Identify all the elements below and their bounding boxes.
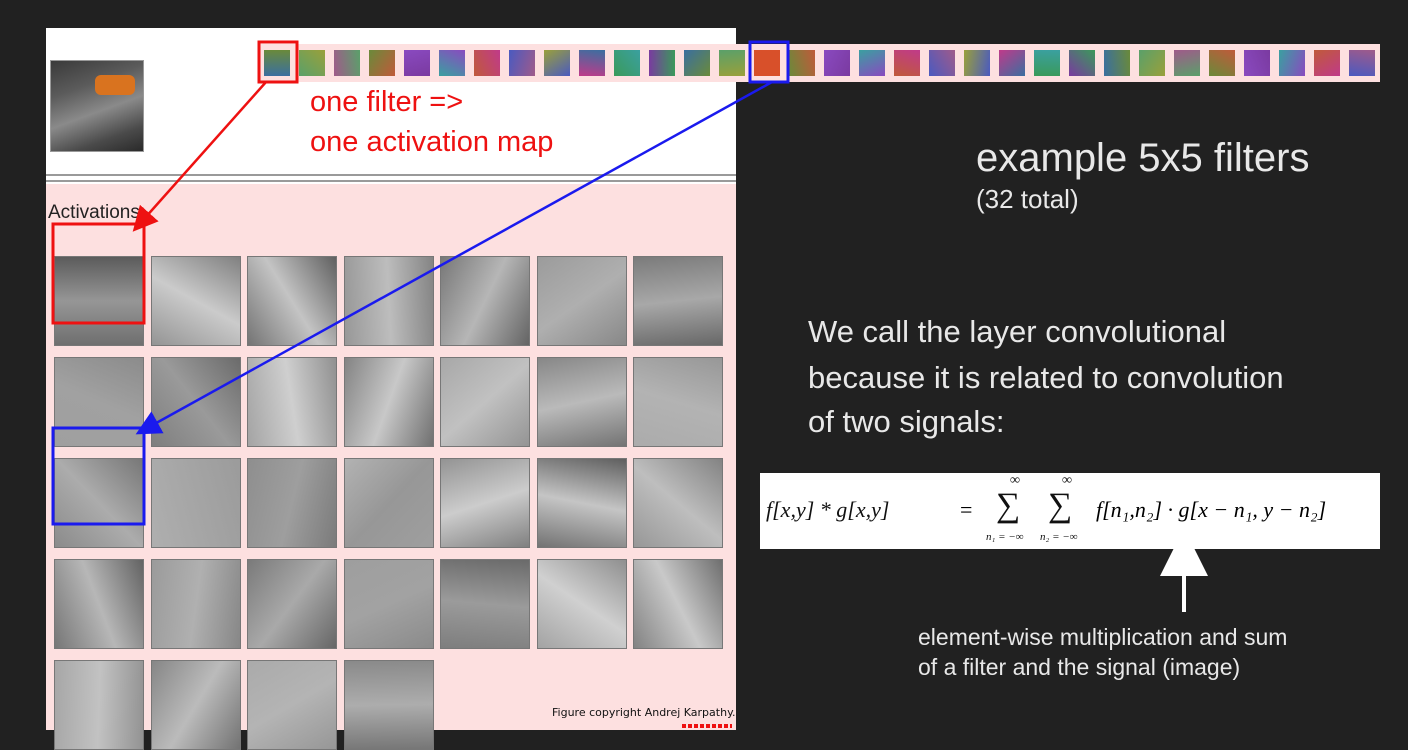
filter-swatch bbox=[404, 50, 430, 76]
filter-swatch bbox=[439, 50, 465, 76]
activation-map bbox=[633, 559, 723, 649]
filter-swatch bbox=[789, 50, 815, 76]
filter-swatch bbox=[334, 50, 360, 76]
activation-map bbox=[54, 458, 144, 548]
divider bbox=[46, 174, 736, 176]
activation-map bbox=[150, 559, 241, 649]
filter-swatch bbox=[369, 50, 395, 76]
selected-filter-blue bbox=[748, 40, 790, 84]
filter-swatch bbox=[1034, 50, 1060, 76]
sum2-upper: ∞ bbox=[1062, 473, 1072, 488]
activation-map bbox=[54, 559, 144, 649]
filter-swatch bbox=[999, 50, 1025, 76]
caption-line2: of a filter and the signal (image) bbox=[918, 654, 1241, 680]
selected-filter-red bbox=[257, 40, 299, 84]
activation-map bbox=[633, 357, 723, 447]
formula-box: f[x,y] * g[x,y] = ∞ ∑ n₁ = −∞ ∞ ∑ n₂ = −… bbox=[760, 473, 1380, 549]
heading-title: example 5x5 filters bbox=[976, 136, 1310, 180]
activation-map bbox=[440, 559, 530, 649]
filter-swatch bbox=[859, 50, 885, 76]
spellcheck-underline bbox=[682, 724, 732, 728]
activation-map bbox=[343, 256, 434, 346]
sum1-lower: n₁ = −∞ bbox=[986, 531, 1024, 543]
heading-subtitle: (32 total) bbox=[976, 184, 1079, 214]
activation-map bbox=[150, 660, 241, 750]
activation-map-red bbox=[51, 222, 146, 325]
filter-swatch bbox=[824, 50, 850, 76]
activation-map bbox=[633, 256, 723, 346]
activation-map bbox=[247, 357, 337, 447]
sum1-upper: ∞ bbox=[1010, 473, 1020, 488]
filter-swatch bbox=[299, 50, 325, 76]
filter-swatch bbox=[614, 50, 640, 76]
activation-map bbox=[54, 357, 144, 447]
formula-rhs: f[n₁,n₂] · g[x − n₁, y − n₂] bbox=[1096, 497, 1327, 522]
explanation-line3: of two signals: bbox=[808, 404, 1005, 439]
activation-map bbox=[440, 256, 530, 346]
filter-swatch bbox=[894, 50, 920, 76]
activation-map bbox=[247, 559, 337, 649]
filter-swatch bbox=[264, 50, 290, 76]
activation-map bbox=[343, 660, 434, 750]
filter-swatch bbox=[579, 50, 605, 76]
filter-swatch bbox=[929, 50, 955, 76]
filter-swatch bbox=[754, 50, 780, 76]
filter-swatch bbox=[1209, 50, 1235, 76]
filter-swatch bbox=[1279, 50, 1305, 76]
activation-map bbox=[343, 559, 434, 649]
activation-map bbox=[633, 458, 723, 548]
filter-swatch bbox=[1174, 50, 1200, 76]
activation-map bbox=[343, 357, 434, 447]
activation-map bbox=[247, 660, 337, 750]
activation-map bbox=[54, 660, 144, 750]
annotation-line2: one activation map bbox=[310, 126, 554, 158]
activation-map bbox=[150, 458, 241, 548]
filter-swatch bbox=[1139, 50, 1165, 76]
filter-strip bbox=[258, 44, 1380, 82]
activation-map bbox=[536, 357, 627, 447]
activation-map bbox=[54, 256, 144, 346]
formula-equals: = bbox=[960, 497, 973, 522]
activation-map bbox=[440, 458, 530, 548]
annotation-line1: one filter => bbox=[310, 86, 464, 118]
blue-arrow bbox=[135, 80, 773, 435]
activations-label: Activations: bbox=[48, 202, 146, 223]
filter-swatch bbox=[544, 50, 570, 76]
filter-swatch bbox=[1244, 50, 1270, 76]
activation-map bbox=[536, 256, 627, 346]
activations-panel: Activations: bbox=[46, 184, 736, 750]
filter-swatch bbox=[1349, 50, 1375, 76]
activation-map bbox=[150, 256, 241, 346]
filter-swatch bbox=[1104, 50, 1130, 76]
filter-swatch bbox=[719, 50, 745, 76]
caption-line1: element-wise multiplication and sum bbox=[918, 624, 1288, 650]
activation-map bbox=[536, 559, 627, 649]
filter-swatch bbox=[509, 50, 535, 76]
explanation-line2: because it is related to convolution bbox=[808, 360, 1284, 395]
sum2-lower: n₂ = −∞ bbox=[1040, 531, 1078, 543]
copyright-text: Figure copyright Andrej Karpathy. bbox=[552, 706, 736, 719]
filter-swatch bbox=[684, 50, 710, 76]
filter-swatch bbox=[1314, 50, 1340, 76]
filter-swatch bbox=[1069, 50, 1095, 76]
activation-map-blue bbox=[51, 426, 146, 526]
activation-map bbox=[343, 458, 434, 548]
activation-map bbox=[247, 458, 337, 548]
sum1-symbol: ∑ bbox=[996, 487, 1021, 524]
filter-swatch bbox=[649, 50, 675, 76]
input-image-thumbnail bbox=[50, 60, 144, 152]
activation-map bbox=[440, 357, 530, 447]
red-arrow bbox=[132, 81, 267, 232]
sum2-symbol: ∑ bbox=[1048, 487, 1073, 524]
filter-swatch bbox=[474, 50, 500, 76]
formula-lhs: f[x,y] * g[x,y] bbox=[766, 497, 890, 522]
divider bbox=[46, 180, 736, 182]
activation-map bbox=[536, 458, 627, 548]
filter-swatch bbox=[964, 50, 990, 76]
explanation-line1: We call the layer convolutional bbox=[808, 314, 1227, 349]
